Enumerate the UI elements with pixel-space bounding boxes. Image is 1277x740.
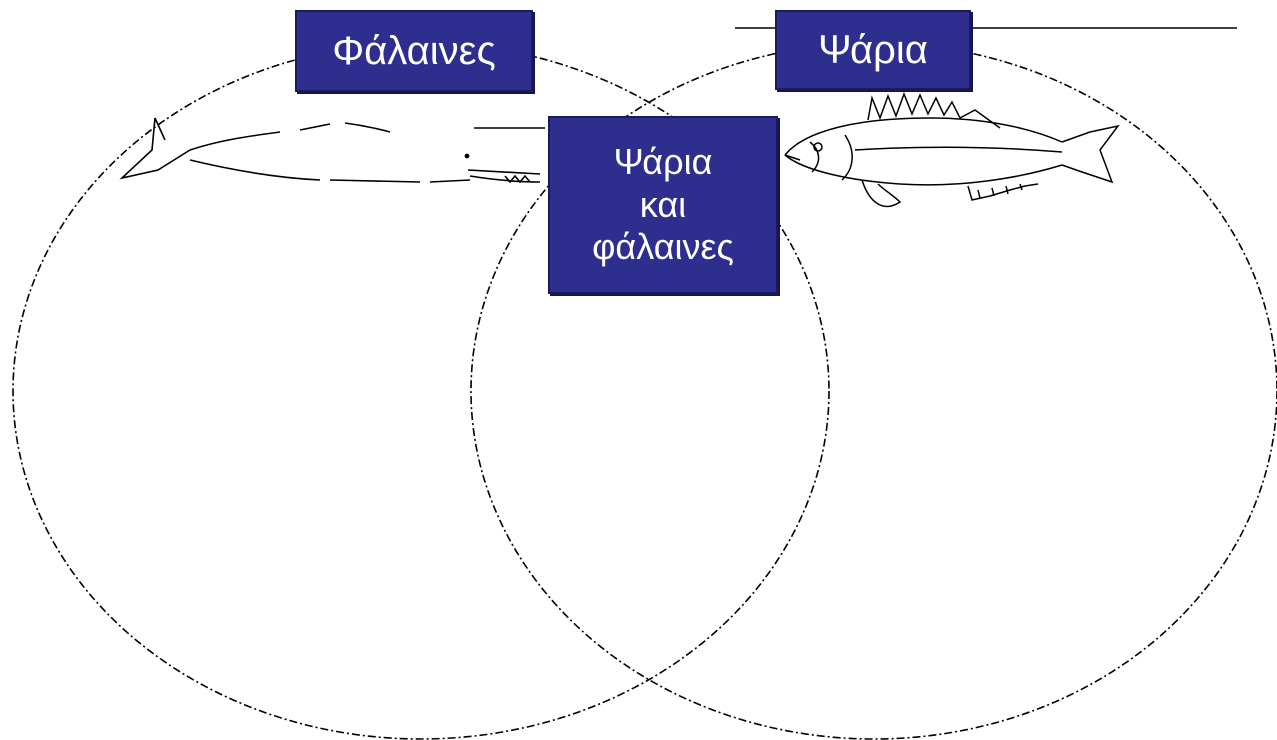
whale-drawing <box>119 117 545 184</box>
fish-label: Ψάρια <box>775 10 971 90</box>
whales-label-text: Φάλαινες <box>332 28 496 73</box>
fish-drawing <box>784 91 1120 208</box>
fish-label-text: Ψάρια <box>818 27 928 72</box>
overlap-label-line-3: φάλαινες <box>592 226 734 268</box>
overlap-label: Ψάρια και φάλαινες <box>548 116 778 294</box>
overlap-label-line-1: Ψάρια <box>613 141 713 183</box>
overlap-label-line-2: και <box>639 183 687 225</box>
whales-label: Φάλαινες <box>295 10 533 92</box>
